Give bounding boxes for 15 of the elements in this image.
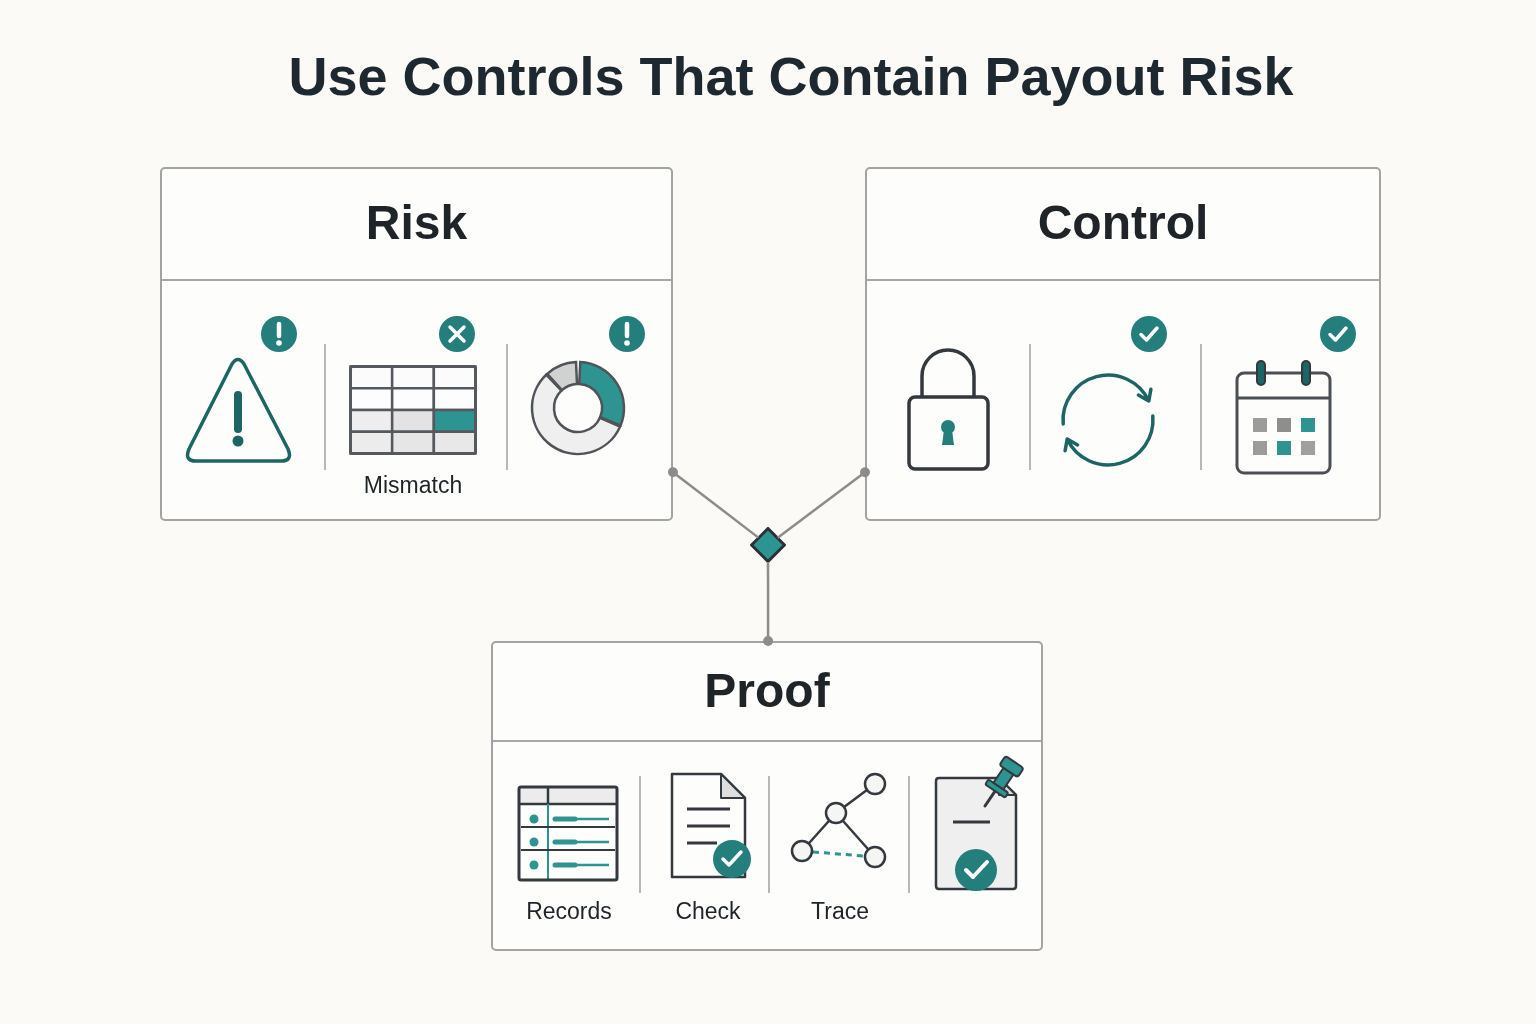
connector-line bbox=[763, 562, 774, 646]
icon-caption: Records bbox=[526, 897, 612, 925]
junction-diamond bbox=[750, 527, 786, 563]
icon-caption: Mismatch bbox=[363, 471, 463, 499]
panel-title: Risk bbox=[365, 196, 468, 250]
panel-title: Proof bbox=[704, 664, 830, 717]
connector-line bbox=[776, 467, 870, 539]
icon-caption: Check bbox=[675, 897, 741, 925]
diagram-title: Use Controls That Contain Payout Risk bbox=[288, 47, 1294, 107]
connector-line bbox=[668, 467, 760, 539]
panel bbox=[160, 167, 673, 521]
icon-caption: Trace bbox=[811, 897, 869, 925]
panel-title: Control bbox=[1037, 196, 1209, 250]
panel bbox=[865, 167, 1381, 521]
panel bbox=[491, 641, 1043, 951]
